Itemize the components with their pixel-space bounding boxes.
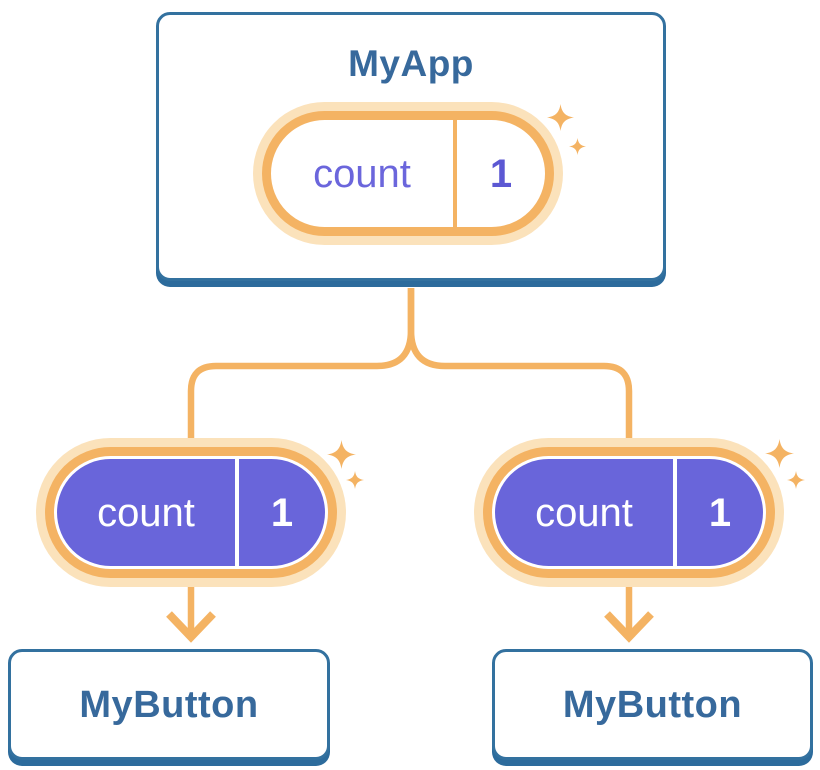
state-value: 1 bbox=[453, 120, 545, 227]
branch-right-line bbox=[407, 288, 633, 635]
component-label: MyApp bbox=[348, 43, 474, 84]
component-label: MyButton bbox=[562, 683, 743, 726]
state-pill-right-child: count 1 bbox=[483, 447, 775, 578]
state-pill-left-child: count 1 bbox=[45, 447, 337, 578]
sparkle-icon bbox=[569, 138, 586, 155]
arrow-down-icon bbox=[166, 611, 216, 643]
state-name: count bbox=[535, 490, 633, 535]
component-label: MyButton bbox=[79, 683, 259, 726]
state-name: count bbox=[97, 490, 195, 535]
state-value: 1 bbox=[235, 459, 325, 566]
sparkle-icon bbox=[787, 471, 805, 489]
sparkle-icon bbox=[327, 440, 356, 469]
branch-left-line bbox=[187, 288, 415, 635]
arrow-down-icon bbox=[604, 611, 654, 643]
state-name: count bbox=[313, 151, 411, 196]
mybutton-card-right: MyButton bbox=[492, 649, 813, 760]
sparkle-icon bbox=[346, 471, 364, 489]
sparkle-icon bbox=[765, 439, 794, 468]
state-pill-body: count 1 bbox=[495, 459, 763, 566]
state-pill-root: count 1 bbox=[262, 111, 554, 236]
sparkle-icon bbox=[547, 104, 574, 131]
state-value: 1 bbox=[673, 459, 763, 566]
mybutton-card-left: MyButton bbox=[8, 649, 330, 760]
state-pill-body: count 1 bbox=[57, 459, 325, 566]
